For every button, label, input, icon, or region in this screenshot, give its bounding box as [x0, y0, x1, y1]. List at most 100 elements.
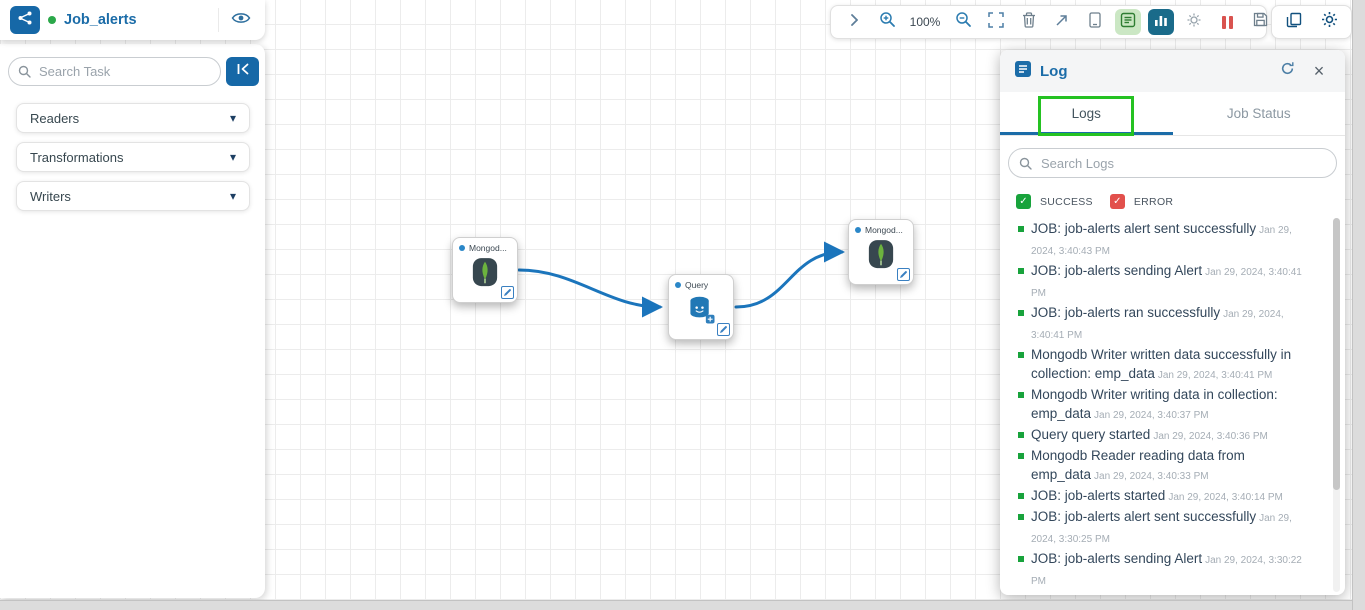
logs-icon	[1120, 12, 1136, 33]
log-scrollbar[interactable]	[1333, 218, 1340, 592]
log-status-bullet	[1018, 452, 1024, 459]
success-label: SUCCESS	[1040, 195, 1093, 208]
node-label: Query	[685, 280, 709, 290]
zoom-out-button[interactable]	[950, 9, 976, 35]
view-button[interactable]	[227, 6, 255, 34]
section-transformations[interactable]: Transformations ▾	[16, 142, 250, 172]
chevron-down-icon: ▾	[229, 150, 236, 164]
log-timestamp: Jan 29, 2024, 3:40:33 PM	[1094, 471, 1209, 482]
zoom-in-icon	[879, 11, 896, 33]
toolbar-expand-button[interactable]	[841, 9, 867, 35]
log-timestamp: Jan 29, 2024, 3:30:25 PM	[1031, 513, 1292, 545]
connection-query-writer	[734, 241, 845, 309]
delete-button[interactable]	[1016, 9, 1042, 35]
save-floppy-icon	[1253, 12, 1268, 32]
log-status-bullet	[1018, 555, 1024, 562]
log-message: JOB: job-alerts sending Alert	[1031, 263, 1203, 278]
log-icon	[1014, 60, 1032, 83]
log-status-bullet	[1018, 225, 1024, 232]
fit-screen-button[interactable]	[983, 9, 1009, 35]
data-preview-button[interactable]	[1082, 9, 1108, 35]
log-status-bullet	[1018, 267, 1024, 274]
error-label: ERROR	[1133, 195, 1174, 208]
gear-icon	[1321, 11, 1338, 33]
job-status-dot	[48, 16, 56, 24]
pause-button[interactable]	[1214, 9, 1240, 35]
node-mongodb-writer[interactable]: Mongod...	[848, 219, 914, 285]
log-message: JOB: job-alerts sending Alert	[1031, 551, 1203, 566]
close-button[interactable]: ×	[1313, 60, 1325, 81]
job-title: Job_alerts	[64, 12, 137, 28]
sidebar-collapse-button[interactable]	[226, 57, 259, 86]
log-timestamp: Jan 29, 2024, 3:30:22 PM	[1031, 555, 1302, 587]
canvas-toolbar: 100%	[830, 5, 1267, 39]
search-task-input[interactable]	[8, 57, 221, 86]
zoom-in-button[interactable]	[874, 9, 900, 35]
header-divider	[218, 8, 219, 32]
log-timestamp: Jan 29, 2024, 3:40:41 PM	[1031, 309, 1284, 341]
log-scrollbar-thumb[interactable]	[1333, 218, 1340, 490]
section-label: Transformations	[30, 149, 124, 165]
pipeline-flow-button[interactable]	[10, 6, 40, 34]
data-preview-icon	[1089, 11, 1101, 33]
log-timestamp: Jan 29, 2024, 3:40:36 PM	[1153, 431, 1268, 442]
log-tabs: Logs Job Status	[1000, 92, 1345, 136]
job-header: Job_alerts	[0, 0, 265, 40]
copy-stack-button[interactable]	[1281, 9, 1307, 35]
bar-chart-icon	[1154, 13, 1168, 32]
export-button[interactable]	[1049, 9, 1075, 35]
node-label: Mongod...	[865, 225, 903, 235]
logs-button[interactable]	[1115, 9, 1141, 35]
success-checkbox[interactable]: ✓	[1016, 194, 1031, 209]
chevron-down-icon: ▾	[229, 111, 236, 125]
log-timestamp: Jan 29, 2024, 3:40:43 PM	[1031, 225, 1292, 257]
log-message: JOB: job-alerts alert sent successfully	[1031, 509, 1257, 524]
window-vertical-scrollbar[interactable]	[1352, 0, 1365, 610]
save-button[interactable]	[1247, 9, 1273, 35]
zoom-level: 100%	[909, 15, 941, 29]
metrics-button[interactable]	[1148, 9, 1174, 35]
log-entry: Mongodb Reader reading data from emp_dat…	[1018, 446, 1319, 486]
eye-icon	[231, 11, 251, 30]
log-message: JOB: job-alerts ran successfully	[1031, 305, 1221, 320]
search-icon	[18, 65, 31, 83]
log-status-bullet	[1018, 391, 1024, 398]
section-readers[interactable]: Readers ▾	[16, 103, 250, 133]
trash-icon	[1022, 11, 1036, 33]
node-edit-icon[interactable]	[717, 323, 730, 336]
debug-button[interactable]	[1181, 9, 1207, 35]
node-edit-icon[interactable]	[501, 286, 514, 299]
chevron-right-icon	[850, 13, 859, 31]
error-checkbox[interactable]: ✓	[1109, 194, 1125, 209]
flow-icon	[17, 10, 33, 31]
pause-icon	[1221, 15, 1233, 29]
tab-job-status[interactable]: Job Status	[1226, 106, 1291, 121]
log-message: JOB: job-alerts alert sent successfully	[1031, 221, 1257, 236]
window-horizontal-scrollbar[interactable]	[0, 600, 1352, 610]
zoom-out-icon	[955, 11, 972, 33]
settings-button[interactable]	[1316, 9, 1342, 35]
collapse-left-icon	[235, 62, 251, 81]
mongodb-icon	[867, 239, 895, 276]
log-message: JOB: job-alerts started	[1031, 488, 1166, 503]
log-status-bullet	[1018, 309, 1024, 316]
log-filters: ✓ SUCCESS ✓ ERROR	[1016, 194, 1345, 209]
arrow-up-right-icon	[1055, 13, 1069, 32]
node-query[interactable]: Query	[668, 274, 734, 340]
log-entry: Mongodb Writer writing data in collectio…	[1018, 385, 1319, 425]
node-mongodb-reader[interactable]: Mongod...	[452, 237, 518, 303]
refresh-button[interactable]	[1275, 59, 1299, 83]
log-entry: Mongodb Writer written data successfully…	[1018, 345, 1319, 385]
section-label: Writers	[30, 188, 71, 204]
section-writers[interactable]: Writers ▾	[16, 181, 250, 211]
node-edit-icon[interactable]	[897, 268, 910, 281]
task-sidebar: Readers ▾ Transformations ▾ Writers ▾	[0, 44, 265, 598]
search-logs-input[interactable]	[1008, 148, 1337, 178]
section-label: Readers	[30, 110, 80, 126]
tab-logs[interactable]: Logs	[1071, 106, 1101, 121]
node-status-dot	[675, 282, 681, 288]
